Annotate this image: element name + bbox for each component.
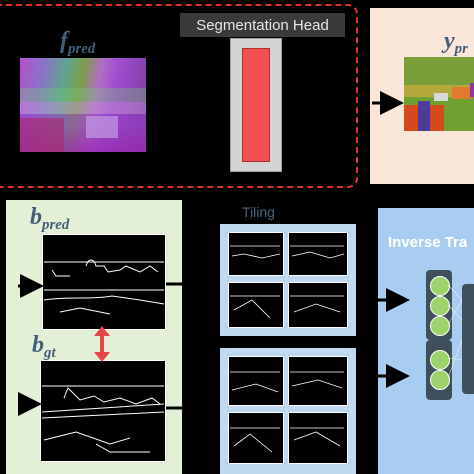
network-connections xyxy=(447,284,463,379)
b-pred-label: bpred xyxy=(30,204,69,234)
tile-image xyxy=(228,412,284,464)
b-gt-label: bgt xyxy=(32,332,56,362)
segmentation-head-layer xyxy=(242,48,270,162)
tile-image xyxy=(288,356,348,406)
b-gt-subscript: gt xyxy=(44,345,56,362)
b-gt-edges xyxy=(41,385,165,453)
tile-image xyxy=(288,232,348,276)
tile-panel-top xyxy=(220,224,356,336)
f-pred-label: fpred xyxy=(60,28,95,58)
inverse-transform-label: Inverse Tra xyxy=(388,234,468,251)
y-pred-symbol: y xyxy=(444,28,455,54)
tile-image xyxy=(228,356,284,406)
segmentation-head-label: Segmentation Head xyxy=(180,13,345,37)
feature-map-image xyxy=(20,58,146,152)
f-pred-subscript: pred xyxy=(68,41,96,58)
tile-edges xyxy=(230,245,345,453)
tile-image xyxy=(288,412,348,464)
y-pred-label: ypr xyxy=(444,28,468,58)
tile-image xyxy=(228,232,284,276)
tile-image xyxy=(228,282,284,328)
b-pred-edges xyxy=(43,259,165,315)
b-pred-subscript: pred xyxy=(42,217,70,234)
segmentation-region-border xyxy=(0,4,358,188)
b-pred-symbol: b xyxy=(30,204,42,230)
tile-panel-bottom xyxy=(220,348,356,474)
double-arrow-icon xyxy=(94,326,110,362)
f-pred-symbol: f xyxy=(60,28,68,54)
y-pred-subscript: pr xyxy=(454,41,468,58)
segmentation-output-image xyxy=(404,57,474,131)
neural-network-icon xyxy=(410,264,474,474)
b-gt-symbol: b xyxy=(32,332,44,358)
tiling-label: Tiling xyxy=(242,204,275,220)
